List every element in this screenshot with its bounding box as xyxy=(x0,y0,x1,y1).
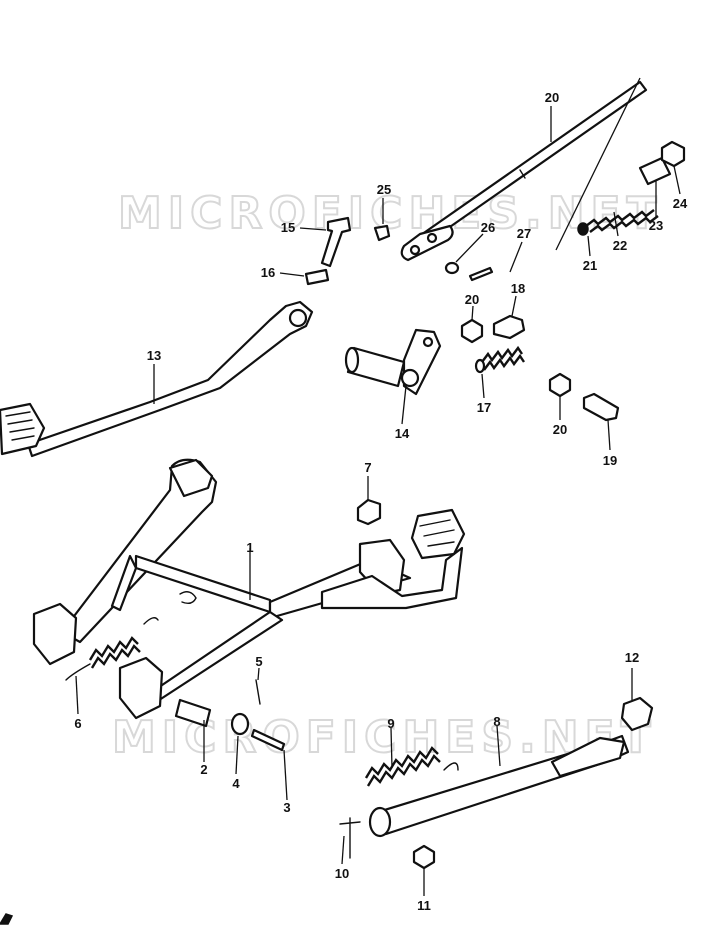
callout-6: 6 xyxy=(74,716,81,731)
bolt-19-part xyxy=(582,392,620,422)
leader-lines xyxy=(75,106,681,896)
callout-8: 8 xyxy=(493,714,500,729)
rod-guide-line xyxy=(555,77,641,251)
corner-mark xyxy=(0,913,14,925)
callout-2: 2 xyxy=(200,762,207,777)
spring-17-part xyxy=(474,345,525,374)
washer-27-part xyxy=(444,261,460,275)
callout-9: 9 xyxy=(387,716,394,731)
spring-9-part xyxy=(364,746,459,787)
shaft-14-part xyxy=(344,328,442,396)
bushing-2-part xyxy=(174,698,212,728)
callout-22: 21 xyxy=(583,258,597,273)
bolt-10-part xyxy=(339,817,361,859)
bolt-18-part xyxy=(492,314,526,340)
spring-6-part xyxy=(65,617,159,681)
side-stand-8-part xyxy=(368,734,630,838)
center-stand-1-part xyxy=(32,458,466,720)
brake-pedal-13-part xyxy=(0,300,314,458)
callout-1: 1 xyxy=(246,540,253,555)
callout-28: 27 xyxy=(517,226,531,241)
callout-25: 24 xyxy=(673,196,688,211)
callout-26: 25 xyxy=(377,182,391,197)
callout-20-upper: 20 xyxy=(465,292,479,307)
callout-18: 18 xyxy=(511,281,525,296)
callout-5: 5 xyxy=(255,654,262,669)
callout-12: 12 xyxy=(625,650,639,665)
adjuster-spring-part xyxy=(585,209,659,233)
callout-11: 11 xyxy=(417,898,431,913)
callout-23: 22 xyxy=(613,238,627,253)
callout-14: 14 xyxy=(395,426,410,441)
callout-24: 23 xyxy=(649,218,663,233)
callout-7: 7 xyxy=(364,460,371,475)
callout-17: 17 xyxy=(477,400,491,415)
nut-26-part xyxy=(373,224,391,242)
nut-20a-part xyxy=(460,318,484,344)
bolt-15-part xyxy=(320,216,352,268)
callout-20-lower: 20 xyxy=(553,422,567,437)
callout-3: 3 xyxy=(283,800,290,815)
callout-27: 26 xyxy=(481,220,495,235)
callout-16: 16 xyxy=(261,265,275,280)
nut-11-part xyxy=(412,844,436,870)
pin-5-part xyxy=(255,679,261,705)
washer-4-part xyxy=(230,712,250,736)
callout-21: 20 xyxy=(545,90,559,105)
stopper-7-part xyxy=(356,498,382,526)
callout-13: 13 xyxy=(147,348,161,363)
collar-16-part xyxy=(304,268,330,286)
brake-rod-part xyxy=(400,80,648,262)
callout-4: 4 xyxy=(232,776,240,791)
stopper-12-part xyxy=(620,696,654,732)
callout-10: 10 xyxy=(335,866,349,881)
washer-22-part xyxy=(577,222,589,236)
pin-3-part xyxy=(250,728,286,752)
nut-20b-part xyxy=(548,372,572,398)
callout-19: 19 xyxy=(603,453,617,468)
cotter-pin-28-part xyxy=(468,266,494,282)
nut-25-part xyxy=(660,140,686,168)
clevis-pin-24-part xyxy=(638,156,672,186)
callout-15: 15 xyxy=(281,220,295,235)
